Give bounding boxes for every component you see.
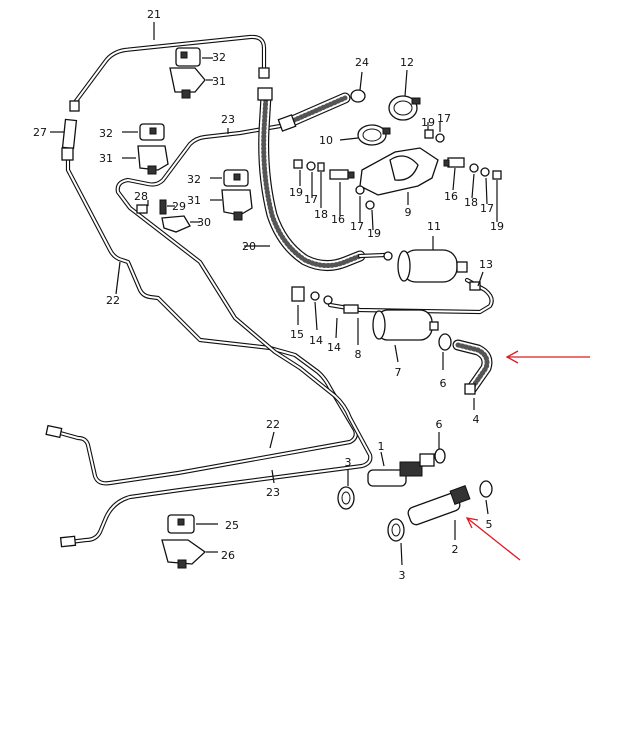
callout-c17a: 17: [304, 193, 318, 206]
callout-c30: 30: [197, 216, 211, 229]
callout-c3a: 3: [345, 456, 352, 469]
red-arrow-lower: [465, 517, 521, 561]
callout-c9: 9: [405, 206, 412, 219]
callout-c16b: 16: [444, 190, 458, 203]
callout-c5: 5: [486, 518, 493, 531]
leader-lines: [115, 22, 498, 484]
fuel-pump-7: [372, 309, 439, 363]
callout-c6a: 6: [440, 377, 447, 390]
callout-c22b: 22: [266, 418, 280, 431]
callout-c20: 20: [242, 240, 256, 253]
screw-29: [159, 199, 175, 215]
callout-c19d: 19: [490, 220, 504, 233]
callout-c7: 7: [395, 366, 402, 379]
clamp-5: [479, 480, 493, 515]
callout-c31b: 31: [99, 152, 113, 165]
callout-c13: 13: [479, 258, 493, 271]
callout-c17d: 17: [480, 202, 494, 215]
callout-c32a: 32: [212, 51, 226, 64]
callout-c18a: 18: [314, 208, 328, 221]
clamp-10: [339, 124, 391, 146]
clamp-6a: [438, 333, 452, 370]
clip-30: [161, 215, 200, 233]
callout-c12: 12: [400, 56, 414, 69]
clip-32b: [122, 123, 165, 141]
clip-32c: [210, 169, 249, 187]
callout-c14a: 14: [309, 334, 323, 347]
hardware-mid: [291, 286, 359, 345]
callout-c6b: 6: [436, 418, 443, 431]
callout-c31a: 31: [212, 75, 226, 88]
clip-26: [161, 539, 218, 569]
callout-c32c: 32: [187, 173, 201, 186]
hardware-left: [293, 159, 375, 210]
pipe-13: [327, 271, 494, 315]
callout-c31c: 31: [187, 194, 201, 207]
callout-c17c: 17: [350, 220, 364, 233]
red-arrow-upper: [505, 350, 590, 364]
connector-27: [50, 118, 78, 161]
callout-c21: 21: [147, 8, 161, 21]
callout-c16a: 16: [331, 213, 345, 226]
pump-assembly-2: [407, 485, 471, 540]
clip-32a: [175, 47, 213, 67]
callout-c15: 15: [290, 328, 304, 341]
fuel-line-21: [69, 34, 270, 112]
callout-c25: 25: [225, 519, 239, 532]
callout-c22a: 22: [106, 294, 120, 307]
clip-31b: [122, 145, 169, 175]
clamp-24: [350, 71, 366, 103]
callout-c27: 27: [33, 126, 47, 139]
callout-c19a: 19: [289, 186, 303, 199]
fuel-line-23-upper: [59, 122, 373, 548]
seal-3b: [387, 518, 405, 566]
callout-c10: 10: [319, 134, 333, 147]
clamp-6b: [434, 432, 446, 464]
callout-c3b: 3: [399, 569, 406, 582]
callout-c28: 28: [134, 190, 148, 203]
callout-c1: 1: [378, 440, 385, 453]
callout-c32b: 32: [99, 127, 113, 140]
clip-28: [136, 200, 149, 214]
fuel-filter-11: [397, 236, 468, 283]
clip-31a: [169, 67, 213, 99]
callout-c4: 4: [473, 413, 480, 426]
hose-4: [452, 339, 493, 410]
callout-c8: 8: [355, 348, 362, 361]
callout-c14b: 14: [327, 341, 341, 354]
callout-c29: 29: [172, 200, 186, 213]
callout-c19c: 19: [367, 227, 381, 240]
callout-c23a: 23: [221, 113, 235, 126]
callout-c2: 2: [452, 543, 459, 556]
callout-c11: 11: [427, 220, 441, 233]
hardware-right: [424, 129, 502, 180]
clamp-12: [388, 69, 421, 121]
callout-c19b: 19: [421, 116, 435, 129]
clip-25: [167, 514, 218, 534]
hose-20: [257, 87, 393, 271]
callout-c17b: 17: [437, 112, 451, 125]
callout-c24: 24: [355, 56, 369, 69]
fuel-line-22-upper: [45, 157, 358, 486]
callout-c23b: 23: [266, 486, 280, 499]
sender-1: [367, 451, 435, 487]
bracket-9: [359, 147, 439, 205]
callout-c26: 26: [221, 549, 235, 562]
hose-top: [277, 92, 351, 132]
seal-3a: [337, 470, 355, 510]
callout-c18b: 18: [464, 196, 478, 209]
clip-31c: [210, 189, 253, 221]
